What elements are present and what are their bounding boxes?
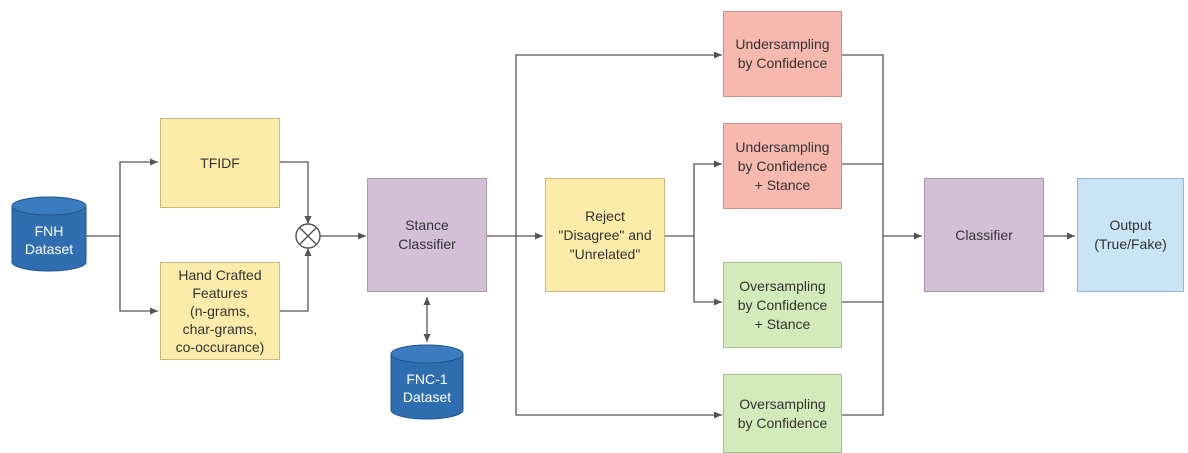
fnc1-dataset-cylinder <box>390 344 464 420</box>
edge-reject-to-under-stance <box>693 160 722 236</box>
tfidf-box: TFIDF <box>160 118 280 208</box>
classifier-box: Classifier <box>924 178 1044 292</box>
undersampling-by-confidence-stance-box: Undersampling by Confidence + Stance <box>723 123 842 209</box>
combine-operator <box>295 223 321 249</box>
edge-split-to-tfidf <box>119 158 158 236</box>
edge-stance-to-undersampling <box>515 51 722 236</box>
edge-stance-to-oversampling <box>515 236 722 419</box>
edge-split-to-handcrafted <box>119 236 158 315</box>
edge-handcrafted-to-combine <box>280 248 312 312</box>
edge-tfidf-to-combine <box>280 161 312 224</box>
oversampling-by-confidence-box: Oversampling by Confidence <box>723 374 842 453</box>
oversampling-by-confidence-stance-box: Oversampling by Confidence + Stance <box>723 262 842 348</box>
connectors <box>85 51 1075 419</box>
undersampling-by-confidence-box: Undersampling by Confidence <box>723 11 842 97</box>
edge-reject-to-over-stance <box>693 236 722 306</box>
fnc1-dataset-label: FNC-1 Dataset <box>402 371 452 405</box>
stance-classifier-box: Stance Classifier <box>367 178 487 292</box>
edge-under-conf-merge <box>842 54 884 236</box>
reject-box: Reject "Disagree" and "Unrelated" <box>545 178 665 292</box>
output-box: Output (True/Fake) <box>1077 178 1184 292</box>
fnh-dataset-label: FNH Dataset <box>24 223 74 257</box>
hand-crafted-features-box: Hand Crafted Features (n-grams, char-gra… <box>160 262 280 360</box>
fnh-dataset-cylinder <box>11 196 87 272</box>
edge-over-conf-merge <box>842 236 884 416</box>
